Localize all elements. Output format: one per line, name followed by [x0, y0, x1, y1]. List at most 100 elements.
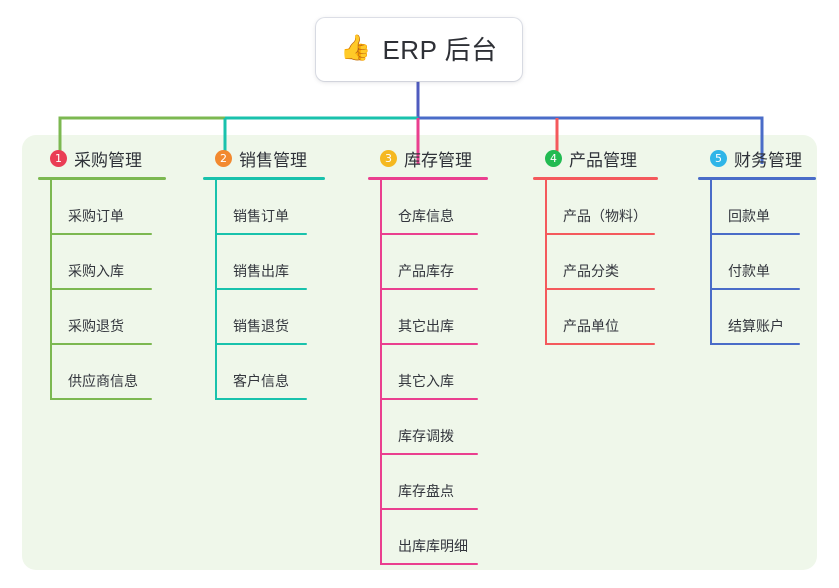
branch-item[interactable]: 仓库信息	[368, 180, 488, 235]
branch-item-underline	[380, 288, 478, 290]
branch-header-5[interactable]: 5 财务管理	[698, 146, 816, 170]
branch-item-underline	[215, 233, 307, 235]
branch-item-underline	[710, 288, 800, 290]
branch-item-label: 采购订单	[68, 208, 124, 224]
branch-underline	[368, 177, 488, 180]
branch-item[interactable]: 销售订单	[203, 180, 325, 235]
branch-item[interactable]: 产品分类	[533, 235, 658, 290]
branch-item-underline	[215, 288, 307, 290]
branch-item-underline	[380, 453, 478, 455]
branch-column-3: 3 库存管理仓库信息产品库存其它出库其它入库库存调拨库存盘点出库库明细	[368, 146, 488, 565]
branch-underline	[203, 177, 325, 180]
branch-item-underline	[710, 343, 800, 345]
branch-item[interactable]: 客户信息	[203, 345, 325, 400]
branch-item-label: 付款单	[728, 263, 770, 279]
branch-header-1[interactable]: 1 采购管理	[38, 146, 166, 170]
branch-title: 财务管理	[734, 150, 802, 170]
branch-item-label: 销售出库	[233, 263, 289, 279]
branch-item-underline	[215, 398, 307, 400]
branch-item-label: 产品库存	[398, 263, 454, 279]
branch-item-list: 仓库信息产品库存其它出库其它入库库存调拨库存盘点出库库明细	[368, 180, 488, 565]
branch-spine	[545, 180, 547, 345]
branch-spine	[710, 180, 712, 345]
branch-item-underline	[215, 343, 307, 345]
branch-item[interactable]: 其它出库	[368, 290, 488, 345]
thumbs-up-icon: 👍	[340, 34, 372, 62]
branch-item-underline	[545, 233, 655, 235]
branch-item[interactable]: 产品（物料）	[533, 180, 658, 235]
branch-spine	[50, 180, 52, 400]
branch-item-underline	[50, 233, 152, 235]
branch-item[interactable]: 库存调拨	[368, 400, 488, 455]
branch-header-2[interactable]: 2 销售管理	[203, 146, 325, 170]
branch-item-underline	[380, 398, 478, 400]
branch-item[interactable]: 采购订单	[38, 180, 166, 235]
branch-item-underline	[50, 398, 152, 400]
branch-item-label: 产品（物料）	[563, 208, 647, 224]
branch-item-underline	[380, 563, 478, 565]
branch-item-underline	[50, 343, 152, 345]
branch-title: 库存管理	[404, 150, 472, 170]
branch-title: 销售管理	[239, 150, 307, 170]
branch-item[interactable]: 销售出库	[203, 235, 325, 290]
branch-number-badge: 1	[50, 149, 67, 167]
branch-item[interactable]: 回款单	[698, 180, 816, 235]
branch-item[interactable]: 产品单位	[533, 290, 658, 345]
branch-spine	[380, 180, 382, 565]
branch-item-list: 产品（物料） 产品分类产品单位	[533, 180, 658, 345]
branch-spine	[215, 180, 217, 400]
branch-item[interactable]: 出库库明细	[368, 510, 488, 565]
branch-item[interactable]: 库存盘点	[368, 455, 488, 510]
branch-item-label: 销售退货	[233, 318, 289, 334]
branch-item[interactable]: 供应商信息	[38, 345, 166, 400]
branch-item[interactable]: 采购退货	[38, 290, 166, 345]
branch-item-list: 销售订单销售出库销售退货客户信息	[203, 180, 325, 400]
branch-item-label: 出库库明细	[398, 538, 468, 554]
branch-item-list: 回款单付款单结算账户	[698, 180, 816, 345]
root-node[interactable]: 👍 ERP 后台	[316, 18, 522, 81]
branch-item-label: 客户信息	[233, 373, 289, 389]
branch-item[interactable]: 产品库存	[368, 235, 488, 290]
branch-item-underline	[380, 233, 478, 235]
branch-item-underline	[710, 233, 800, 235]
branch-item-label: 采购入库	[68, 263, 124, 279]
branch-item-label: 其它入库	[398, 373, 454, 389]
branch-item-underline	[50, 288, 152, 290]
branch-item-label: 产品分类	[563, 263, 619, 279]
branch-column-5: 5 财务管理回款单付款单结算账户	[698, 146, 816, 345]
branch-item-label: 其它出库	[398, 318, 454, 334]
branch-item-underline	[545, 288, 655, 290]
branch-header-3[interactable]: 3 库存管理	[368, 146, 488, 170]
branch-number-badge: 2	[215, 149, 232, 167]
branch-underline	[698, 177, 816, 180]
branch-item-list: 采购订单采购入库采购退货供应商信息	[38, 180, 166, 400]
branch-underline	[38, 177, 166, 180]
diagram-panel	[22, 135, 817, 570]
branch-item[interactable]: 结算账户	[698, 290, 816, 345]
branch-item[interactable]: 付款单	[698, 235, 816, 290]
branch-item[interactable]: 销售退货	[203, 290, 325, 345]
branch-item[interactable]: 采购入库	[38, 235, 166, 290]
branch-number-badge: 3	[380, 149, 397, 167]
branch-title: 采购管理	[74, 150, 142, 170]
root-title: ERP 后台	[382, 35, 498, 65]
branch-item-underline	[380, 508, 478, 510]
branch-item-label: 库存盘点	[398, 483, 454, 499]
branch-item[interactable]: 其它入库	[368, 345, 488, 400]
branch-item-label: 回款单	[728, 208, 770, 224]
branch-title: 产品管理	[569, 150, 637, 170]
branch-column-4: 4 产品管理产品（物料） 产品分类产品单位	[533, 146, 658, 345]
branch-header-4[interactable]: 4 产品管理	[533, 146, 658, 170]
branch-number-badge: 4	[545, 149, 562, 167]
branch-item-label: 产品单位	[563, 318, 619, 334]
branch-item-underline	[545, 343, 655, 345]
branch-column-2: 2 销售管理销售订单销售出库销售退货客户信息	[203, 146, 325, 400]
branch-item-label: 采购退货	[68, 318, 124, 334]
branch-item-underline	[380, 343, 478, 345]
branch-item-label: 仓库信息	[398, 208, 454, 224]
branch-number-badge: 5	[710, 149, 727, 167]
branch-underline	[533, 177, 658, 180]
branch-item-label: 销售订单	[233, 208, 289, 224]
branch-item-label: 供应商信息	[68, 373, 138, 389]
